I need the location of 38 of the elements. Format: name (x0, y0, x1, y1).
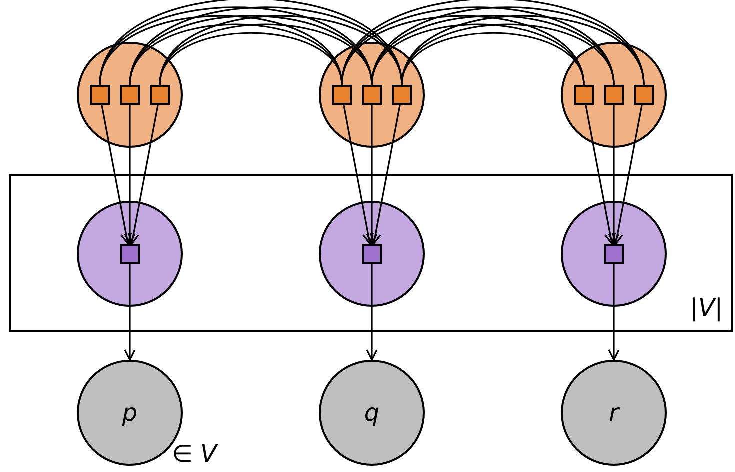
square-node (332, 85, 352, 105)
connector-line (159, 15, 403, 86)
arrow (101, 104, 132, 245)
variable-circle: q (319, 360, 425, 466)
connector-line (401, 15, 645, 86)
square-node (90, 85, 110, 105)
square-node (362, 85, 382, 105)
variable-circle: r (561, 360, 667, 466)
connector-line (341, 0, 645, 86)
arrow (608, 264, 620, 361)
connector-line (159, 24, 373, 86)
arrow (612, 104, 643, 245)
square-node (150, 85, 170, 105)
connector-line (159, 32, 343, 86)
arrow (585, 104, 616, 245)
arrow (608, 105, 620, 245)
square-node (574, 85, 594, 105)
connector-line (401, 24, 615, 86)
square-node (362, 244, 382, 264)
square-node (634, 85, 654, 105)
arrow (366, 105, 378, 245)
square-node (604, 244, 624, 264)
connector-line (371, 6, 645, 86)
arrow (124, 264, 136, 361)
plate-label: |V| (690, 294, 723, 322)
arrow (366, 264, 378, 361)
arrow (128, 104, 159, 245)
connector-line (401, 32, 585, 86)
square-node (120, 85, 140, 105)
square-node (120, 244, 140, 264)
arrow (124, 105, 136, 245)
connector-line (129, 6, 403, 86)
arrow (370, 104, 401, 245)
square-node (604, 85, 624, 105)
plate-box (9, 174, 733, 332)
square-node (392, 85, 412, 105)
connector-line (99, 0, 403, 86)
arrow (343, 104, 374, 245)
